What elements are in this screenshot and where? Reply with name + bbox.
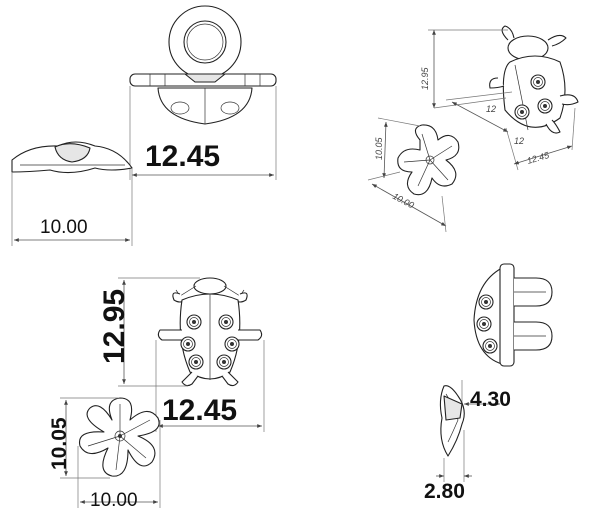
front-ladybug-height-dimension: 12.95 <box>98 277 200 387</box>
front-flower-width-dimension: 10.00 <box>77 420 161 508</box>
front-flower-width-label: 10.00 <box>90 490 138 508</box>
front-ladybug-height-label: 12.95 <box>98 289 131 364</box>
button-plate <box>129 73 277 87</box>
side-view: 4.30 2.80 <box>424 263 553 503</box>
front-view: 12.95 12.45 10.05 <box>48 277 265 508</box>
iso-width-label: 12.45 <box>526 150 551 166</box>
front-flower <box>78 397 160 477</box>
side-ladybug-thickness-label: 4.30 <box>470 388 511 411</box>
iso-view: 12.95 12 12.45 12 10.05 10.0 <box>367 25 579 233</box>
side-ladybug <box>473 263 553 367</box>
button-body-side <box>157 87 253 125</box>
flower-width-dimension-top: 10.00 <box>11 168 133 246</box>
iso-ladybug <box>489 25 579 134</box>
side-flower-thickness-label: 2.80 <box>424 480 465 503</box>
side-flower <box>439 385 465 457</box>
iso-width-prefix: 12 <box>514 136 524 146</box>
iso-flower <box>397 124 460 196</box>
front-ladybug-width-dimension: 12.45 <box>155 340 265 432</box>
flower-width-label-top: 10.00 <box>40 217 88 238</box>
front-flower-height-dimension: 10.05 <box>48 397 118 479</box>
flower-side-profile <box>11 141 133 174</box>
iso-flower-height-label: 10.05 <box>374 136 384 160</box>
side-ladybug-thickness-dimension: 4.30 <box>461 380 511 411</box>
button-width-label: 12.45 <box>145 140 220 173</box>
button-width-dimension: 12.45 <box>129 86 277 180</box>
front-flower-height-label: 10.05 <box>48 417 71 470</box>
top-left-view: 12.45 10.00 <box>11 5 277 246</box>
side-flower-thickness-dimension: 2.80 <box>424 430 472 503</box>
iso-depth-label: 12 <box>486 104 496 114</box>
iso-height-label: 12.95 <box>420 66 430 90</box>
button-shank-ring <box>168 5 242 79</box>
front-ladybug-width-label: 12.45 <box>162 394 237 427</box>
iso-flower-width-label: 10.00 <box>391 191 416 210</box>
front-ladybug <box>157 277 263 387</box>
